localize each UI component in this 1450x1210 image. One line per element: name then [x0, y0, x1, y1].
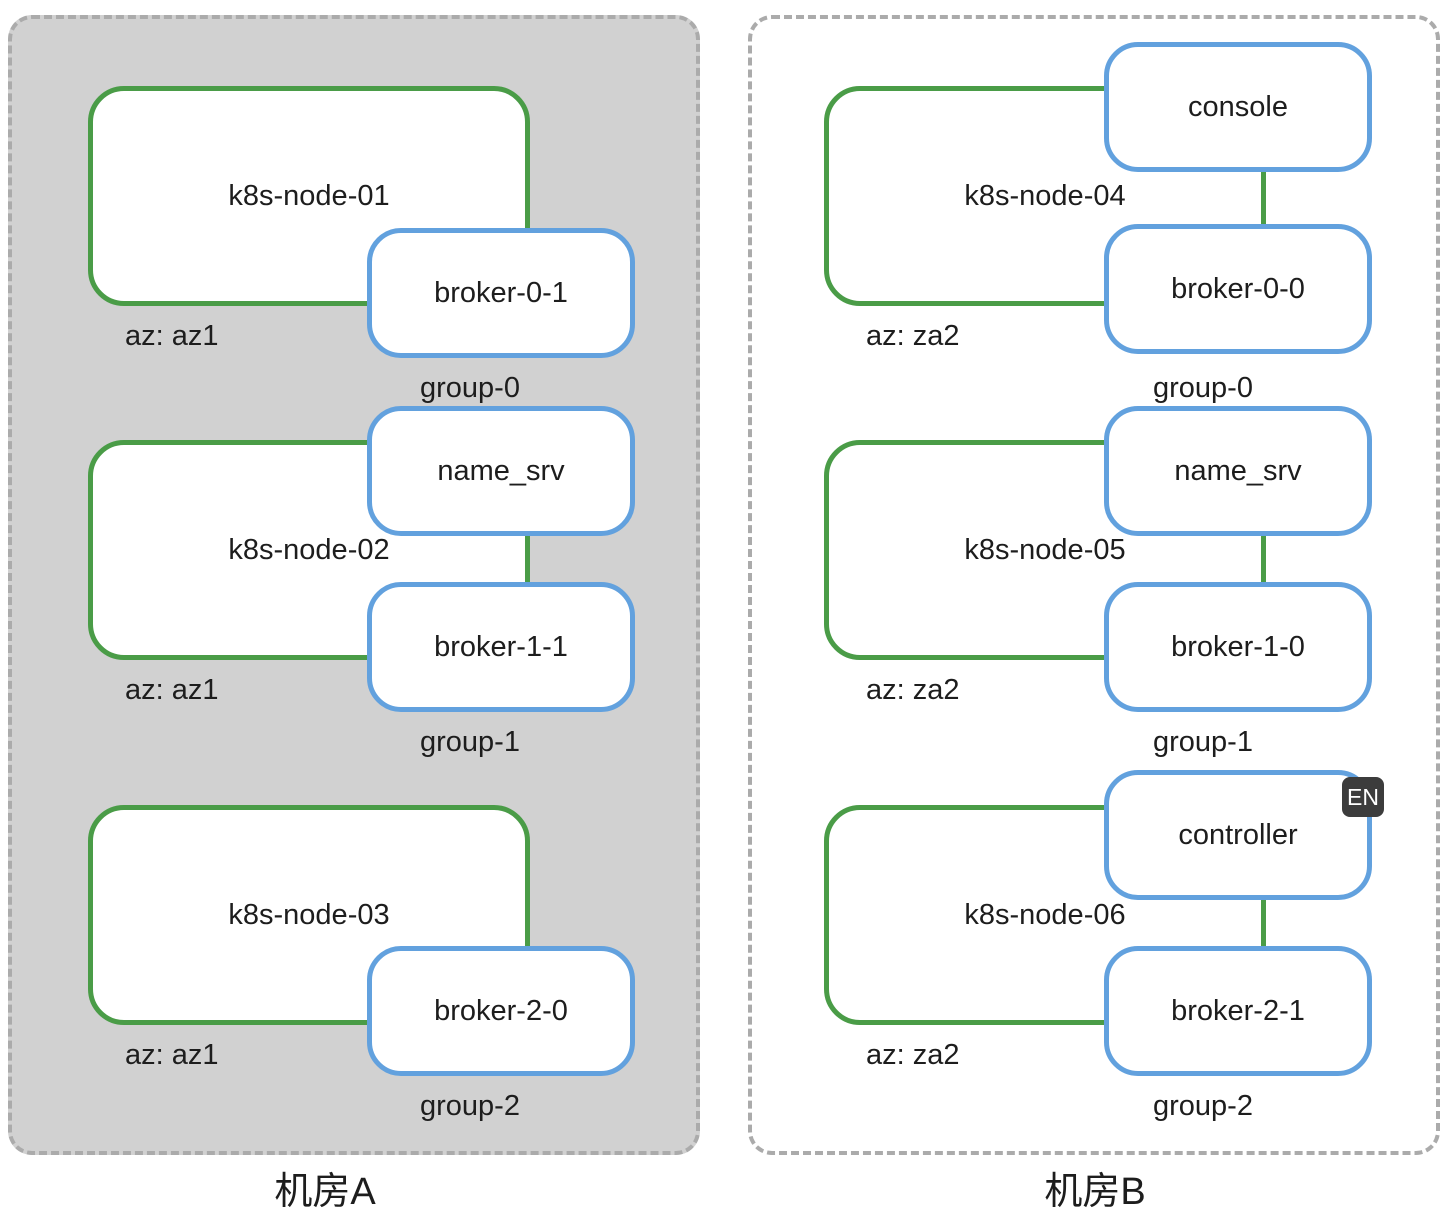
room-a-title: 机房A [274, 1171, 376, 1210]
pod-broker-0-1-label: broker-0-1 [434, 276, 568, 309]
pod-broker-2-1-label: broker-2-1 [1171, 994, 1305, 1027]
pod-broker-1-0: broker-1-0 [1104, 582, 1372, 712]
k8s-node-04-label: k8s-node-04 [964, 179, 1126, 212]
az-label: az: za2 [866, 674, 960, 706]
az-label: az: az1 [125, 674, 219, 706]
az-label: az: za2 [866, 1039, 960, 1071]
group-label: group-2 [420, 1090, 520, 1122]
pod-broker-1-1-label: broker-1-1 [434, 630, 568, 663]
room-b-title: 机房B [1044, 1171, 1146, 1210]
pod-controller: controller [1104, 770, 1372, 900]
pod-broker-1-1: broker-1-1 [367, 582, 635, 712]
k8s-node-01-label: k8s-node-01 [228, 179, 390, 212]
group-label: group-0 [420, 372, 520, 404]
pod-broker-0-0: broker-0-0 [1104, 224, 1372, 354]
az-label: az: az1 [125, 320, 219, 352]
pod-console: console [1104, 42, 1372, 172]
pod-broker-0-1: broker-0-1 [367, 228, 635, 358]
pod-console-label: console [1188, 90, 1288, 123]
k8s-node-02-label: k8s-node-02 [228, 533, 390, 566]
k8s-node-05-label: k8s-node-05 [964, 533, 1126, 566]
pod-name-srv-a-label: name_srv [437, 454, 565, 487]
pod-name-srv-b: name_srv [1104, 406, 1372, 536]
input-method-en-badge: EN [1342, 777, 1384, 817]
pod-broker-2-0: broker-2-0 [367, 946, 635, 1076]
pod-name-srv-a: name_srv [367, 406, 635, 536]
k8s-node-06-label: k8s-node-06 [964, 898, 1126, 931]
pod-broker-1-0-label: broker-1-0 [1171, 630, 1305, 663]
pod-controller-label: controller [1178, 818, 1298, 851]
group-label: group-2 [1153, 1090, 1253, 1122]
pod-name-srv-b-label: name_srv [1174, 454, 1302, 487]
pod-broker-2-0-label: broker-2-0 [434, 994, 568, 1027]
az-label: az: az1 [125, 1039, 219, 1071]
az-label: az: za2 [866, 320, 960, 352]
pod-broker-2-1: broker-2-1 [1104, 946, 1372, 1076]
group-label: group-0 [1153, 372, 1253, 404]
pod-broker-0-0-label: broker-0-0 [1171, 272, 1305, 305]
group-label: group-1 [1153, 726, 1253, 758]
group-label: group-1 [420, 726, 520, 758]
k8s-node-03-label: k8s-node-03 [228, 898, 390, 931]
